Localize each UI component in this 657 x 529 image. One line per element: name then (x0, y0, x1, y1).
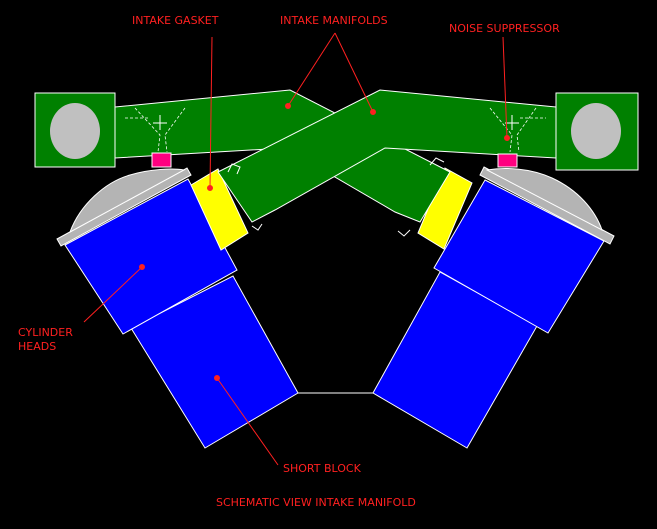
cylinder-heads (64, 178, 605, 335)
cylinder-head-left (64, 178, 238, 335)
intake-manifold-runner-b (217, 89, 557, 223)
label-cylinder-heads-line1: CYLINDER (18, 326, 73, 339)
intake-gasket-left (190, 168, 249, 251)
intake-gasket-right (417, 167, 473, 250)
noise-suppressor-left (151, 152, 172, 168)
label-noise-suppressor: NOISE SUPPRESSOR (449, 22, 560, 35)
valve-cover-right-dome (485, 168, 603, 232)
valve-covers (56, 166, 615, 247)
noise-suppressors (151, 152, 518, 168)
label-intake-gasket: INTAKE GASKET (132, 14, 219, 27)
noise-suppressor-right (497, 153, 518, 168)
intake-manifold-runner-a (114, 89, 451, 223)
filter-disc-left (50, 103, 100, 159)
label-cylinder-heads-line2: HEADS (18, 340, 56, 353)
diagram-caption: SCHEMATIC VIEW INTAKE MANIFOLD (216, 496, 416, 509)
filter-disc-right (571, 103, 621, 159)
label-intake-manifolds: INTAKE MANIFOLDS (280, 14, 388, 27)
short-block (130, 271, 538, 449)
cylinder-head-right (433, 179, 605, 334)
valve-cover-left-dome (69, 168, 186, 234)
manifold-internal-passages (125, 107, 546, 153)
intake-manifolds (34, 89, 639, 237)
manifold-crosshair-marks (153, 115, 519, 130)
manifold-port-flanges (227, 157, 445, 237)
leader-lines (83, 32, 510, 466)
intake-gaskets (190, 167, 473, 251)
label-short-block: SHORT BLOCK (283, 462, 362, 475)
